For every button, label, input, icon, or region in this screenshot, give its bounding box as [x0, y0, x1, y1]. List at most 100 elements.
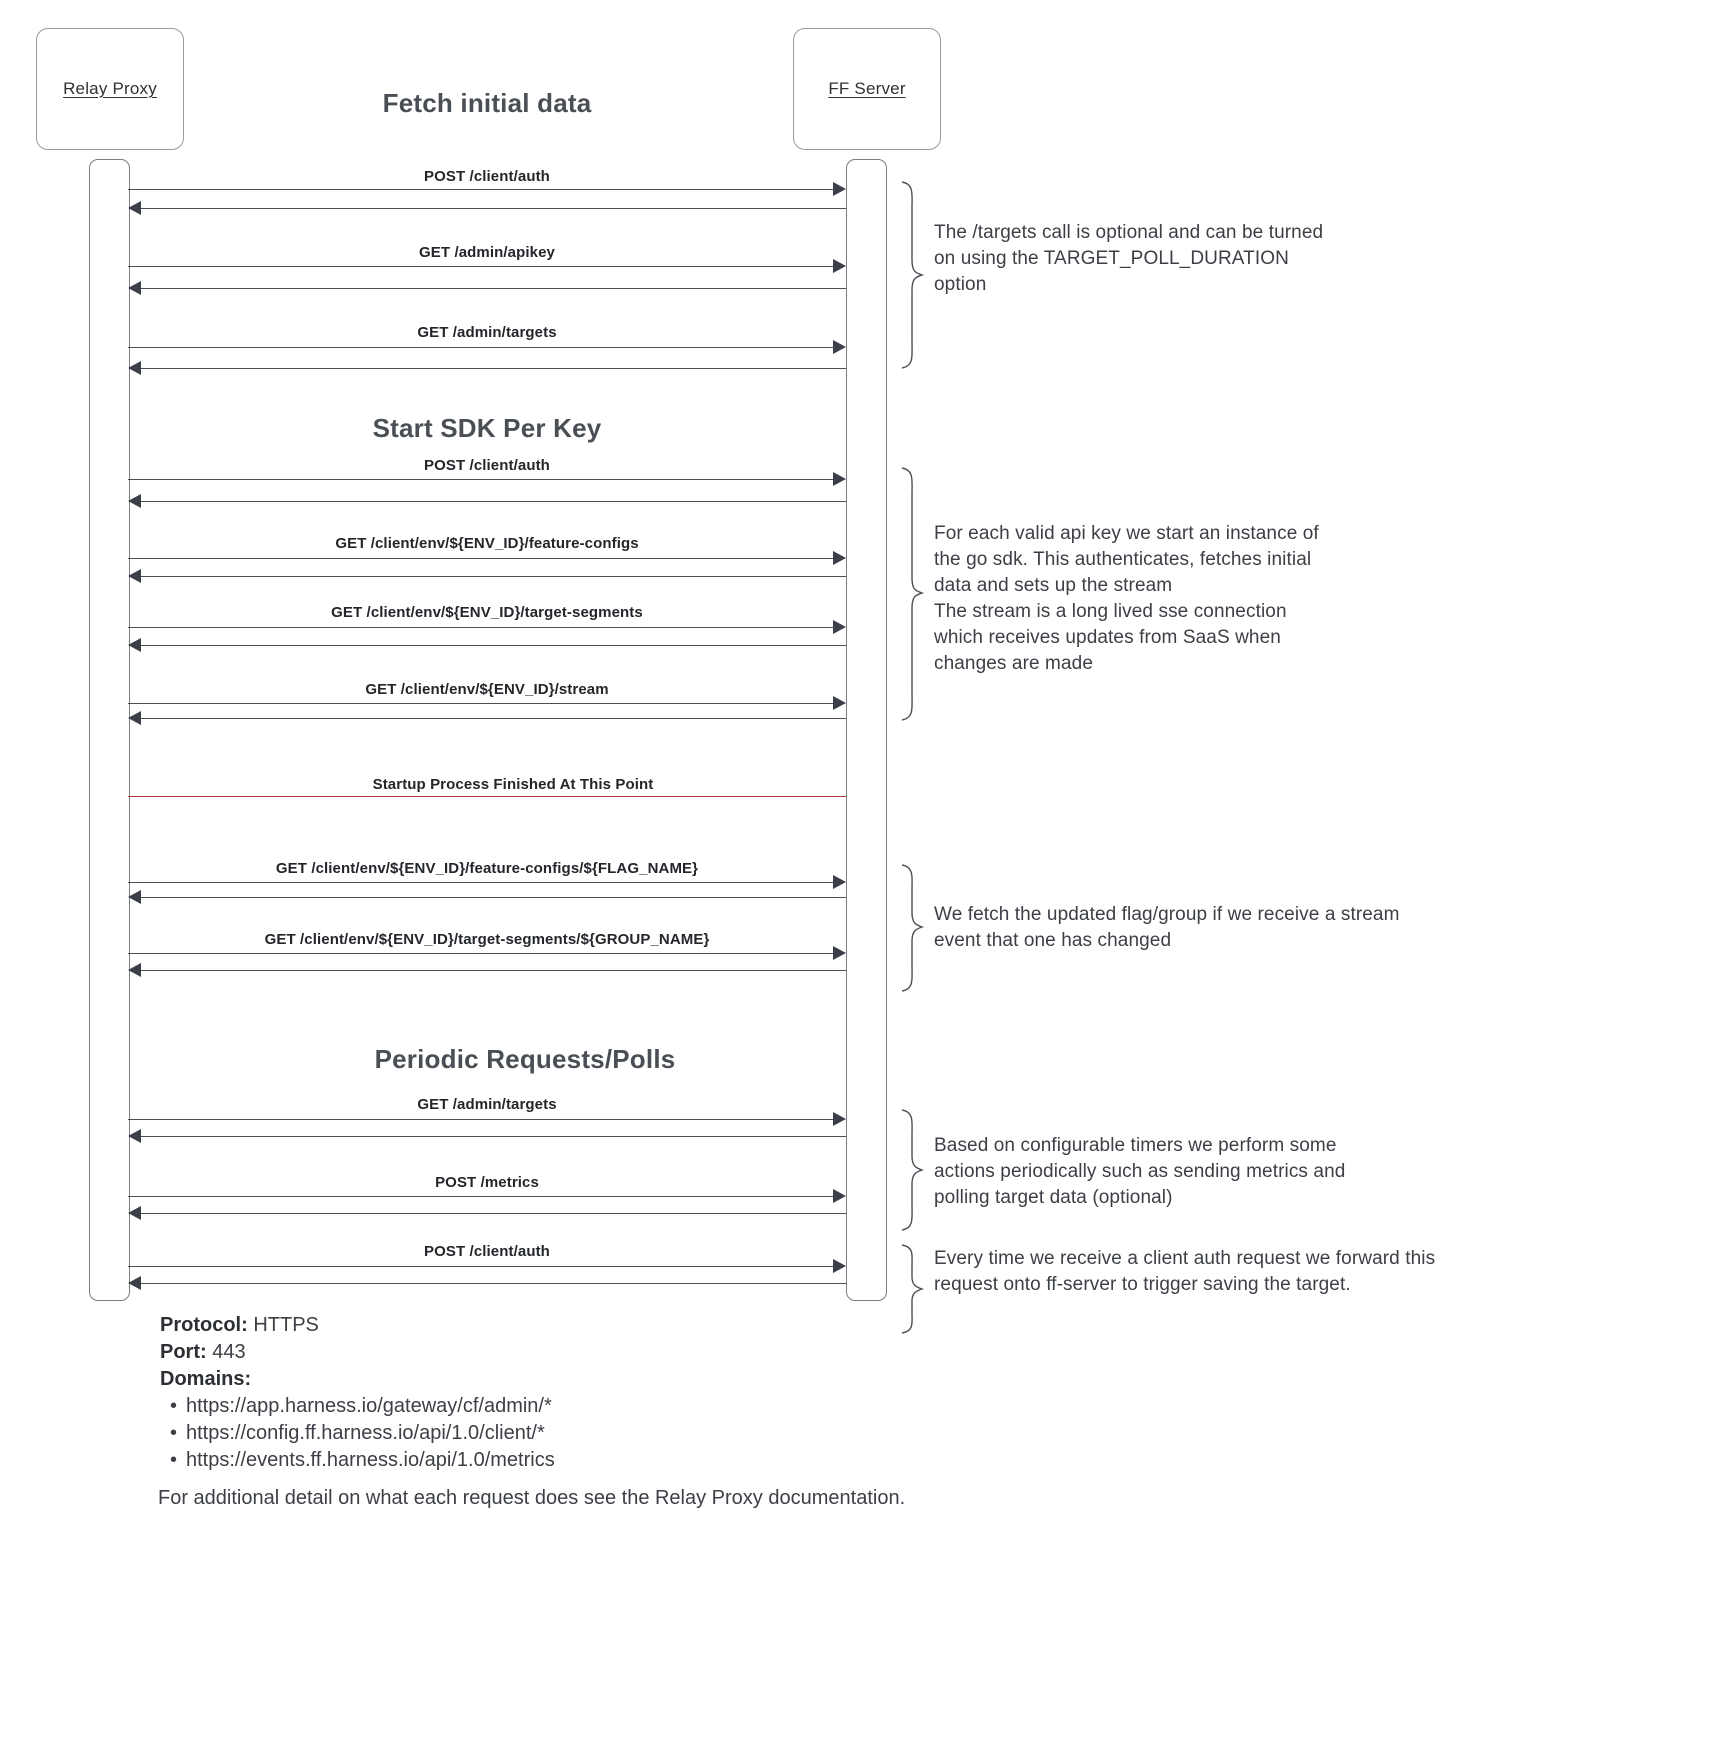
footer-port-key: Port:	[160, 1341, 207, 1363]
message-arrowhead-9-response	[128, 963, 141, 977]
message-arrow-12-response	[141, 1283, 846, 1284]
message-label-4: POST /client/auth	[424, 457, 550, 474]
message-arrowhead-6-request	[833, 620, 846, 634]
footer-domain-item: https://config.ff.harness.io/api/1.0/cli…	[170, 1420, 555, 1447]
message-arrow-6-request	[128, 627, 833, 628]
footer-domains-row: Domains:	[160, 1366, 555, 1393]
message-arrowhead-6-response	[128, 638, 141, 652]
message-label-5: GET /client/env/${ENV_ID}/feature-config…	[335, 535, 639, 552]
note-2-line-2: the go sdk. This authenticates, fetches …	[934, 549, 1312, 570]
note-5-line-1: Every time we receive a client auth requ…	[934, 1248, 1436, 1269]
note-2-line-5: which receives updates from SaaS when	[934, 627, 1281, 648]
note-brace-1	[901, 181, 925, 369]
message-arrowhead-11-request	[833, 1189, 846, 1203]
message-arrowhead-11-response	[128, 1206, 141, 1220]
lifeline-ff-server	[846, 159, 887, 1301]
footer-note: For additional detail on what each reque…	[158, 1487, 906, 1509]
message-label-2: GET /admin/apikey	[419, 244, 555, 261]
message-label-3: GET /admin/targets	[417, 324, 557, 341]
footer-port-row: Port: 443	[160, 1339, 555, 1366]
separator-line-startup-finished	[128, 796, 846, 797]
note-2-line-4: The stream is a long lived sse connectio…	[934, 601, 1287, 622]
message-arrow-2-response	[141, 288, 846, 289]
message-arrow-4-request	[128, 479, 833, 480]
message-label-8: GET /client/env/${ENV_ID}/feature-config…	[275, 860, 699, 877]
message-arrow-1-request	[128, 189, 833, 190]
message-arrowhead-7-response	[128, 711, 141, 725]
message-arrowhead-1-request	[833, 182, 846, 196]
message-label-12: POST /client/auth	[424, 1243, 550, 1260]
message-arrow-3-request	[128, 347, 833, 348]
footer-protocol-row: Protocol: HTTPS	[160, 1312, 555, 1339]
message-arrowhead-1-response	[128, 201, 141, 215]
message-arrowhead-5-response	[128, 569, 141, 583]
note-4-line-3: polling target data (optional)	[934, 1187, 1173, 1208]
note-1-line-3: option	[934, 274, 987, 295]
message-arrowhead-7-request	[833, 696, 846, 710]
footer-domain-item: https://app.harness.io/gateway/cf/admin/…	[170, 1393, 555, 1420]
message-arrowhead-4-response	[128, 494, 141, 508]
note-brace-4	[901, 1109, 925, 1231]
message-arrow-8-request	[128, 882, 833, 883]
message-arrow-9-response	[141, 970, 846, 971]
message-arrowhead-5-request	[833, 551, 846, 565]
message-arrow-11-response	[141, 1213, 846, 1214]
participant-box-ff-server[interactable]: FF Server	[793, 28, 941, 150]
note-5-line-2: request onto ff-server to trigger saving…	[934, 1274, 1351, 1295]
note-2-line-3: data and sets up the stream	[934, 575, 1173, 596]
footer-port-value: 443	[212, 1341, 246, 1363]
participant-label-ff-server: FF Server	[828, 79, 906, 98]
message-arrow-3-response	[141, 368, 846, 369]
participant-box-relay-proxy[interactable]: Relay Proxy	[36, 28, 184, 150]
message-arrow-8-response	[141, 897, 846, 898]
note-1-line-1: The /targets call is optional and can be…	[934, 222, 1324, 243]
note-3-line-2: event that one has changed	[934, 930, 1172, 951]
note-brace-3	[901, 864, 925, 992]
message-label-11: POST /metrics	[435, 1174, 539, 1191]
note-1-line-2: on using the TARGET_POLL_DURATION	[934, 248, 1289, 269]
message-arrowhead-2-response	[128, 281, 141, 295]
message-arrow-7-request	[128, 703, 833, 704]
section-title-fetch-initial-data: Fetch initial data	[382, 88, 592, 118]
message-label-6: GET /client/env/${ENV_ID}/target-segment…	[331, 604, 643, 621]
message-arrow-7-response	[141, 718, 846, 719]
lifeline-relay-proxy	[89, 159, 130, 1301]
message-arrow-9-request	[128, 953, 833, 954]
message-arrowhead-3-response	[128, 361, 141, 375]
note-text-5: Every time we receive a client auth requ…	[934, 1246, 1494, 1298]
message-arrow-10-request	[128, 1119, 833, 1120]
message-arrowhead-3-request	[833, 340, 846, 354]
message-arrowhead-12-response	[128, 1276, 141, 1290]
footer-domains-key: Domains:	[160, 1368, 252, 1390]
note-text-1: The /targets call is optional and can be…	[934, 220, 1404, 298]
footer-protocol-value: HTTPS	[253, 1314, 319, 1336]
message-arrow-10-response	[141, 1136, 846, 1137]
note-text-3: We fetch the updated flag/group if we re…	[934, 902, 1454, 954]
message-arrow-2-request	[128, 266, 833, 267]
message-arrowhead-12-request	[833, 1259, 846, 1273]
footer-info-block: Protocol: HTTPS Port: 443 Domains: https…	[160, 1312, 555, 1474]
footer-domain-item: https://events.ff.harness.io/api/1.0/met…	[170, 1447, 555, 1474]
message-arrow-4-response	[141, 501, 846, 502]
note-4-line-2: actions periodically such as sending met…	[934, 1161, 1346, 1182]
footer-protocol-key: Protocol:	[160, 1314, 248, 1336]
message-arrowhead-4-request	[833, 472, 846, 486]
section-title-periodic-requests-polls: Periodic Requests/Polls	[374, 1044, 676, 1074]
note-2-line-6: changes are made	[934, 653, 1093, 674]
message-arrowhead-2-request	[833, 259, 846, 273]
message-arrowhead-8-response	[128, 890, 141, 904]
message-arrow-11-request	[128, 1196, 833, 1197]
section-title-start-sdk-per-key: Start SDK Per Key	[372, 413, 602, 443]
message-arrowhead-8-request	[833, 875, 846, 889]
note-text-4: Based on configurable timers we perform …	[934, 1133, 1414, 1211]
message-label-7: GET /client/env/${ENV_ID}/stream	[365, 681, 609, 698]
message-arrow-5-response	[141, 576, 846, 577]
separator-label-startup-finished: Startup Process Finished At This Point	[372, 776, 654, 793]
message-arrowhead-10-response	[128, 1129, 141, 1143]
message-label-9: GET /client/env/${ENV_ID}/target-segment…	[264, 931, 710, 948]
note-text-2: For each valid api key we start an insta…	[934, 521, 1404, 677]
participant-label-relay-proxy: Relay Proxy	[63, 79, 157, 98]
message-arrow-1-response	[141, 208, 846, 209]
note-3-line-1: We fetch the updated flag/group if we re…	[934, 904, 1400, 925]
